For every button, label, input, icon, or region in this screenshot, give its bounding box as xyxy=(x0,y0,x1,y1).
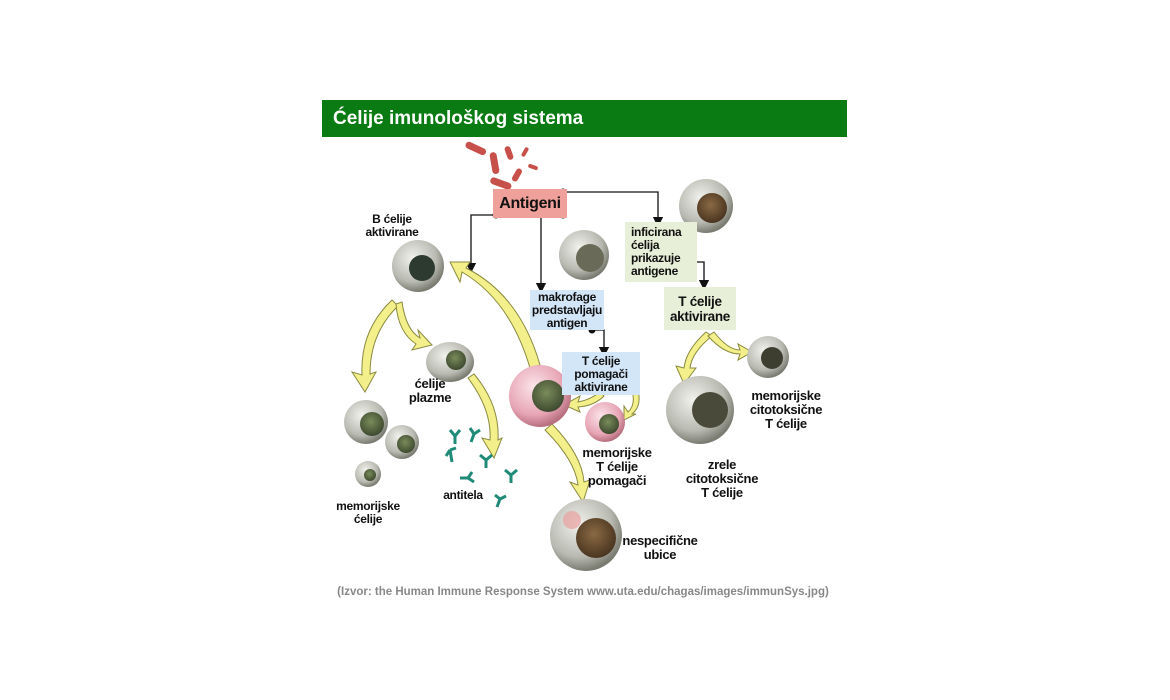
memory-cell-icon xyxy=(355,461,381,487)
label-antibodies: antitela xyxy=(443,488,483,502)
label-line: ćelije xyxy=(353,512,383,526)
label-line: memorijske xyxy=(336,499,400,513)
cells xyxy=(344,179,789,571)
label-line: nespecifične xyxy=(622,533,698,548)
memory-cytotoxic-icon xyxy=(747,336,789,378)
label-line: T ćelije xyxy=(581,354,621,368)
label-line: T ćelije xyxy=(678,293,722,309)
memory-cell-icon xyxy=(344,400,388,444)
label-line: pomagači xyxy=(587,473,647,488)
label-line: B ćelije xyxy=(372,212,412,226)
memory-t-helper-icon xyxy=(585,402,625,442)
label-line: prikazuje xyxy=(631,251,681,265)
label-line: ćelija xyxy=(631,238,660,252)
macrophage-icon xyxy=(559,230,609,280)
label-line: inficirana xyxy=(631,225,682,239)
label-line: T ćelije xyxy=(765,416,807,431)
label-line: aktivirane xyxy=(669,308,731,324)
label-line: T ćelije xyxy=(596,459,638,474)
label-line: ćelije xyxy=(414,376,446,391)
bacteria-icon xyxy=(465,141,538,190)
label-line: pomagači xyxy=(574,367,628,381)
label-line: memorijske xyxy=(582,445,652,460)
label-line: antigene xyxy=(631,264,678,278)
label-line: aktivirane xyxy=(574,380,628,394)
b-cell-icon xyxy=(392,240,444,292)
antibody-icons xyxy=(444,427,518,508)
label-line: memorijske xyxy=(751,388,821,403)
nk-cell-icon xyxy=(550,499,622,571)
yellow-arrows xyxy=(350,261,754,504)
label-line: citotoksične xyxy=(749,402,823,417)
infected-cell-icon xyxy=(679,179,733,233)
label-line: T ćelije xyxy=(701,485,743,500)
label-line: aktivirane xyxy=(365,225,419,239)
t-helper-cell-icon xyxy=(509,365,571,427)
label-line: zrele xyxy=(707,457,737,472)
mature-cytotoxic-icon xyxy=(666,376,734,444)
label-line: plazme xyxy=(408,390,452,405)
source-caption: (Izvor: the Human Immune Response System… xyxy=(337,586,829,598)
node-antigeni: Antigeni xyxy=(493,189,567,218)
label-line: citotoksične xyxy=(685,471,759,486)
diagram-title: Ćelije imunološkog sistema xyxy=(322,100,847,137)
memory-cell-icon xyxy=(385,425,419,459)
plasma-cell-icon xyxy=(426,342,474,382)
label-line: ubice xyxy=(643,547,677,562)
label-line: antigen xyxy=(546,315,588,330)
label-line: makrofage xyxy=(537,289,596,304)
label-line: predstavljaju xyxy=(531,302,603,317)
